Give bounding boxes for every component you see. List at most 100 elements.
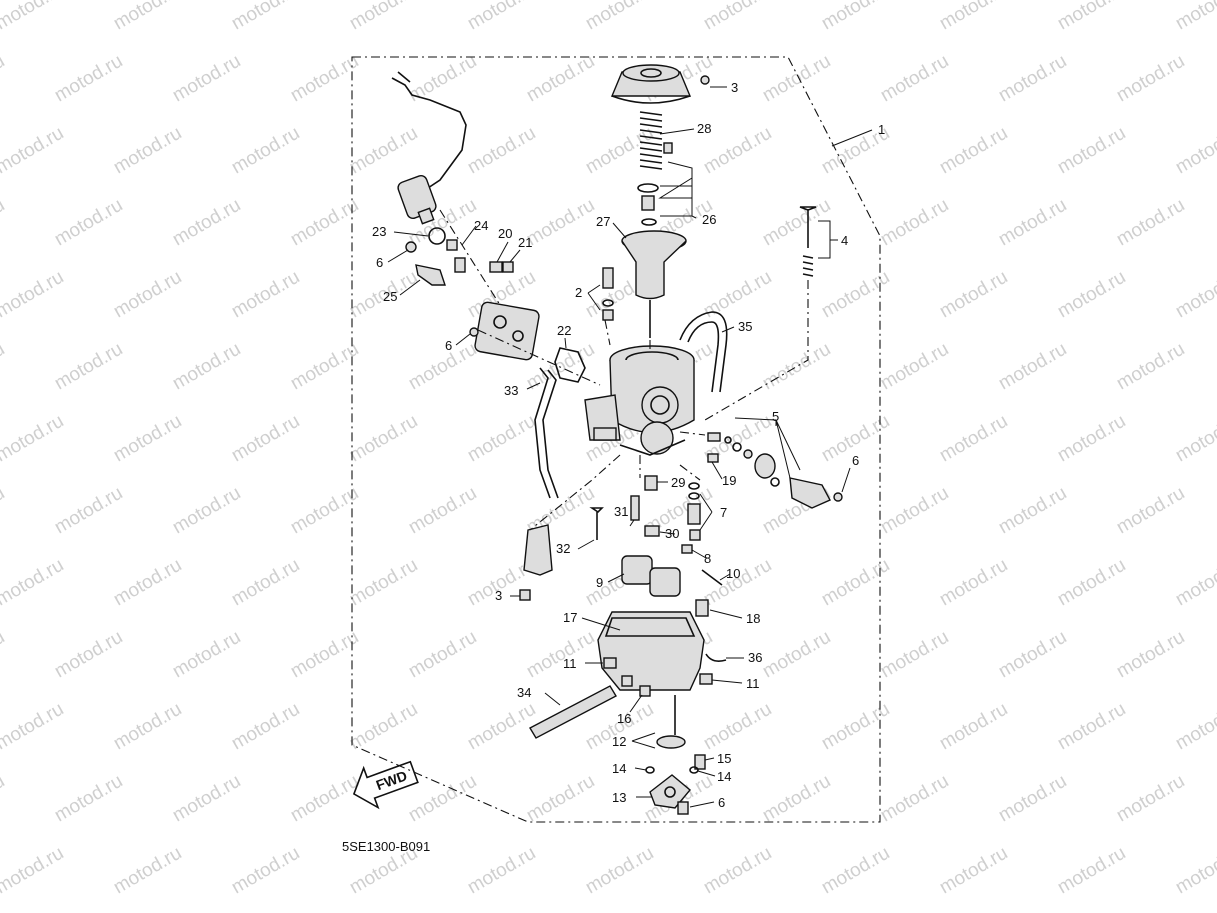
watermark-text: motod.ru (700, 699, 775, 755)
sensor-body (469, 301, 540, 361)
watermark-text: motod.ru (0, 339, 8, 395)
watermark-text: motod.ru (0, 123, 67, 179)
watermark-text: motod.ru (936, 267, 1011, 323)
watermark-text: motod.ru (877, 339, 952, 395)
watermark-text: motod.ru (877, 483, 952, 539)
watermark-text: motod.ru (759, 195, 834, 251)
jet-2 (602, 267, 614, 321)
watermark-text: motod.ru (51, 195, 126, 251)
callout-label: 19 (722, 473, 736, 488)
drain-tube (529, 685, 617, 739)
hose-35 (679, 311, 728, 393)
watermark-text: motod.ru (936, 411, 1011, 467)
watermark-text: motod.ru (228, 843, 303, 899)
callout-label: 31 (614, 504, 628, 519)
needle-parts (637, 142, 673, 226)
watermark-text: motod.ru (818, 555, 893, 611)
starter-cable (391, 71, 467, 225)
watermark-text: motod.ru (228, 0, 303, 34)
watermark-text: motod.ru (0, 267, 67, 323)
callout-label: 23 (372, 224, 386, 239)
watermark-text: motod.ru (523, 627, 598, 683)
watermark-text: motod.ru (110, 0, 185, 34)
watermark-text: motod.ru (582, 843, 657, 899)
watermark-text: motod.ru (464, 0, 539, 34)
watermark-text: motod.ru (1054, 267, 1129, 323)
watermark-text: motod.ru (110, 123, 185, 179)
top-cap-group (610, 64, 710, 104)
watermark-text: motod.ru (1172, 843, 1217, 899)
watermark-text: motod.ru (995, 195, 1070, 251)
watermark-text: motod.ru (818, 267, 893, 323)
watermark-text: motod.ru (936, 0, 1011, 34)
watermark-text: motod.ru (1054, 699, 1129, 755)
jets-group (589, 475, 701, 554)
watermark-text: motod.ru (405, 483, 480, 539)
callout-label: 9 (596, 575, 603, 590)
piston-valve (621, 230, 687, 338)
watermark-text: motod.ru (1054, 411, 1129, 467)
watermark-text: motod.ru (936, 843, 1011, 899)
watermark-text: motod.ru (51, 51, 126, 107)
watermark-text: motod.ru (464, 699, 539, 755)
watermark-text: motod.ru (936, 123, 1011, 179)
callout-label: 14 (717, 769, 731, 784)
watermark-text: motod.ru (818, 0, 893, 34)
watermark-text: motod.ru (0, 483, 8, 539)
watermark-text: motod.ru (1172, 699, 1217, 755)
watermark-text: motod.ru (818, 843, 893, 899)
watermark-text: motod.ru (877, 627, 952, 683)
callout-label: 35 (738, 319, 752, 334)
watermark-text: motod.ru (405, 51, 480, 107)
watermark-text: motod.ru (346, 699, 421, 755)
watermark-text: motod.ru (0, 843, 67, 899)
watermark-text: motod.ru (51, 627, 126, 683)
watermark-text: motod.ru (0, 195, 8, 251)
watermark-text: motod.ru (1172, 123, 1217, 179)
assembly-boundary (351, 56, 881, 823)
callout-label: 17 (563, 610, 577, 625)
watermark-text: motod.ru (110, 843, 185, 899)
watermark-text: motod.ru (1113, 339, 1188, 395)
callout-label: 27 (596, 214, 610, 229)
bottom-cover (645, 695, 706, 815)
callout-label: 6 (718, 795, 725, 810)
watermark-text: motod.ru (110, 267, 185, 323)
callout-label: 12 (612, 734, 626, 749)
watermark-text: motod.ru (1172, 555, 1217, 611)
float-chamber (597, 599, 727, 697)
forward-label: FWD (374, 767, 409, 793)
watermark-text: motod.ru (346, 0, 421, 34)
starter-parts (405, 227, 514, 286)
callout-label: 8 (704, 551, 711, 566)
watermark-text: motod.ru (346, 411, 421, 467)
diagram-code: 5SE1300-B091 (342, 839, 431, 854)
callout-label: 10 (726, 566, 740, 581)
watermark-text: motod.ru (287, 771, 362, 827)
watermark-text: motod.ru (877, 771, 952, 827)
callout-label: 14 (612, 761, 626, 776)
watermark-text: motod.ru (582, 0, 657, 34)
watermark-text: motod.ru (1113, 627, 1188, 683)
callout-label: 18 (746, 611, 760, 626)
watermark-text: motod.ru (1054, 555, 1129, 611)
callout-label: 32 (556, 541, 570, 556)
watermark-text: motod.ru (464, 411, 539, 467)
watermark-text: motod.ru (287, 51, 362, 107)
watermark-text: motod.ru (995, 339, 1070, 395)
watermark-text: motod.ru (1054, 0, 1129, 34)
callout-label: 1 (878, 122, 885, 137)
watermark-text: motod.ru (523, 51, 598, 107)
watermark-text: motod.ru (464, 123, 539, 179)
callout-label: 4 (841, 233, 848, 248)
callout-label: 34 (517, 685, 531, 700)
watermark-text: motod.ru (110, 555, 185, 611)
callout-label: 36 (748, 650, 762, 665)
callout-label: 6 (852, 453, 859, 468)
watermark-text: motod.ru (1113, 771, 1188, 827)
callout-label: 33 (504, 383, 518, 398)
callout-label: 29 (671, 475, 685, 490)
callout-label: 11 (563, 656, 577, 671)
callout-label: 30 (665, 526, 679, 541)
watermark-text: motod.ru (877, 195, 952, 251)
